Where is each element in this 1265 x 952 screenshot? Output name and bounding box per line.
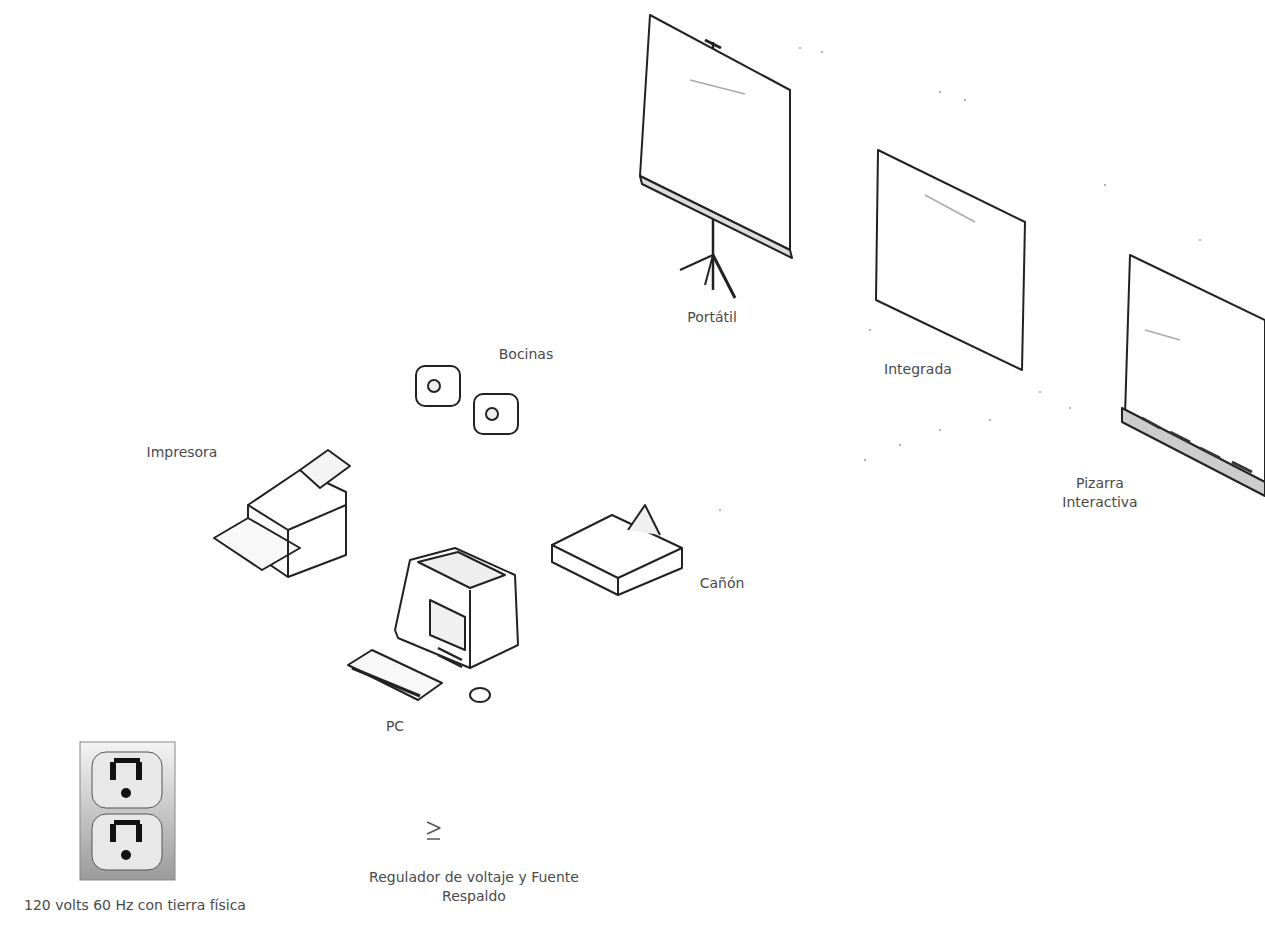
outlet-label: 120 volts 60 Hz con tierra física [24, 896, 246, 915]
device-label: Impresora [147, 443, 218, 462]
device-label: PC [386, 717, 404, 736]
device-label: Regulador de voltaje y Fuente Respaldo [364, 868, 584, 906]
projector [552, 505, 682, 595]
board-label: Pizarra Interactiva [1045, 474, 1155, 512]
device-label: Bocinas [499, 345, 554, 364]
regulator-icon [427, 822, 440, 839]
screen-label: Integrada [884, 360, 952, 379]
portable-screen [640, 15, 792, 298]
wall-screen [876, 150, 1025, 370]
interactive-board [1122, 255, 1265, 496]
speakers [416, 366, 518, 434]
wall-outlet [80, 742, 175, 880]
dotted-guides [719, 47, 1201, 511]
printer [214, 450, 350, 577]
device-label: Cañón [700, 574, 745, 593]
screen-label: Portátil [687, 308, 737, 327]
pc-computer [348, 548, 518, 702]
